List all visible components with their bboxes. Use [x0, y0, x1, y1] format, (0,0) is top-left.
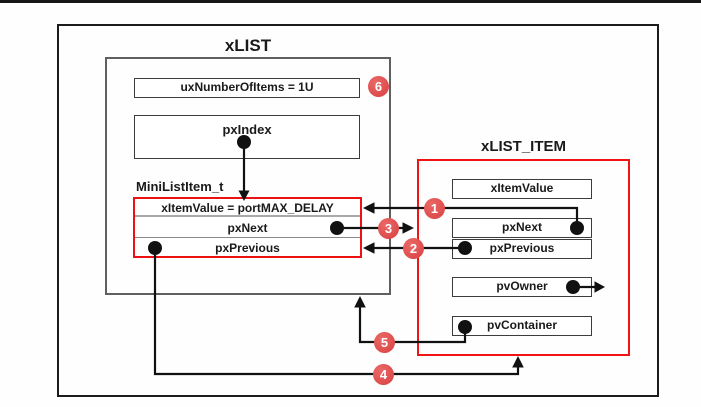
minilistitem-row-pxprevious: pxPrevious: [215, 241, 280, 255]
callout-badge-3: 3: [378, 218, 399, 239]
top-border-line: [0, 0, 701, 3]
xlist-title: xLIST: [224, 36, 272, 55]
callout-badge-1: 1: [424, 198, 445, 219]
item-field-pxnext: pxNext: [452, 218, 592, 238]
outer-frame: [57, 24, 659, 397]
xlist-item-title: xLIST_ITEM: [480, 138, 566, 155]
minilistitem-row-xitemvalue: xItemValue = portMAX_DELAY: [161, 201, 334, 215]
item-field-pvowner: pvOwner: [452, 277, 592, 297]
item-field-xitemvalue: xItemValue: [452, 179, 592, 199]
callout-badge-2: 2: [403, 238, 424, 259]
xlist-field-uxnumberofitems: uxNumberOfItems = 1U: [134, 78, 360, 98]
callout-badge-6: 6: [368, 76, 389, 97]
callout-badge-4: 4: [373, 364, 394, 385]
item-field-pvcontainer: pvContainer: [452, 316, 592, 336]
minilistitem-label: MiniListItem_t: [136, 179, 224, 194]
callout-badge-5: 5: [374, 332, 395, 353]
minilistitem-row-divider: [135, 215, 360, 217]
minilistitem-row-pxnext: pxNext: [227, 221, 268, 235]
item-field-pxprevious: pxPrevious: [452, 239, 592, 259]
xlist-field-pxindex: pxIndex: [134, 115, 360, 159]
minilistitem-row-divider: [135, 237, 360, 238]
